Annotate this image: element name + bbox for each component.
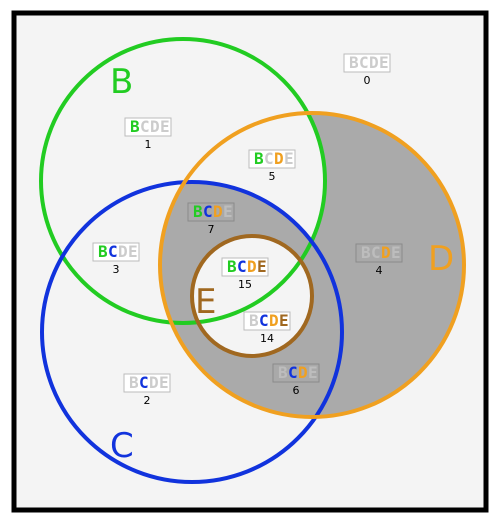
region-code-letter-c: C <box>237 257 247 276</box>
region-number: 0 <box>364 74 371 87</box>
region-code-letter-c: C <box>359 53 369 72</box>
set-d-circle <box>158 111 466 419</box>
region-code-letter-e: E <box>160 117 170 136</box>
region-code-letter-c: C <box>203 202 213 221</box>
region-number: 4 <box>376 264 383 277</box>
region-code-letter-c: C <box>264 149 274 168</box>
region-code-letter-d: D <box>150 117 160 136</box>
region-code-letter-d: D <box>381 243 391 262</box>
region-code-letter-b: B <box>227 257 237 276</box>
region-code-letter-d: D <box>213 202 223 221</box>
region-code-letter-b: B <box>278 363 288 382</box>
region-code-letter-c: C <box>140 117 150 136</box>
set-e-circle <box>190 234 314 358</box>
region-code-box <box>355 243 403 263</box>
region-code-letter-d: D <box>247 257 257 276</box>
region-code-letter-b: B <box>98 242 108 261</box>
region-code-letter-c: C <box>288 363 298 382</box>
region-code-letter-b: B <box>130 117 140 136</box>
region-code-letter-b: B <box>349 53 359 72</box>
region-number: 2 <box>144 394 151 407</box>
region-code-letter-b: B <box>193 202 203 221</box>
region-code-letter-d: D <box>149 373 159 392</box>
set-label-c: C <box>110 426 134 466</box>
region-number: 5 <box>269 170 276 183</box>
region-code-box <box>272 363 320 383</box>
region-code-letter-c: C <box>371 243 381 262</box>
region-code-letter-b: B <box>129 373 139 392</box>
region-code-letter-d: D <box>118 242 128 261</box>
region-code-box <box>243 311 291 331</box>
region-code-letter-e: E <box>128 242 138 261</box>
region-number: 1 <box>145 138 152 151</box>
region-code-box <box>221 257 269 277</box>
region-code-letter-b: B <box>254 149 264 168</box>
region-code-letter-d: D <box>369 53 379 72</box>
region-code-box <box>124 117 172 137</box>
region-code-letter-d: D <box>269 311 279 330</box>
set-label-e: E <box>195 282 216 322</box>
region-code-letter-e: E <box>223 202 233 221</box>
set-c-circle <box>40 180 344 484</box>
region-code-letter-e: E <box>159 373 169 392</box>
region-code-letter-e: E <box>279 311 289 330</box>
region-code-box <box>92 242 140 262</box>
region-code-letter-b: B <box>249 311 259 330</box>
region-code-box <box>248 149 296 169</box>
region-code-letter-e: E <box>257 257 267 276</box>
region-number: 7 <box>208 223 215 236</box>
set-label-d: D <box>428 239 454 279</box>
region-code-letter-d: D <box>298 363 308 382</box>
region-code-letter-c: C <box>259 311 269 330</box>
region-code-box <box>123 373 171 393</box>
set-label-b: B <box>110 62 133 102</box>
region-code-letter-d: D <box>274 149 284 168</box>
region-code-box <box>187 202 235 222</box>
region-code-letter-c: C <box>139 373 149 392</box>
region-code-letter-c: C <box>108 242 118 261</box>
region-number: 3 <box>113 263 120 276</box>
region-code-letter-e: E <box>284 149 294 168</box>
region-code-letter-e: E <box>379 53 389 72</box>
region-number: 15 <box>238 278 252 291</box>
region-code-box <box>343 53 391 73</box>
region-number: 14 <box>260 332 274 345</box>
region-code-letter-e: E <box>391 243 401 262</box>
region-number: 6 <box>293 384 300 397</box>
region-code-letter-e: E <box>308 363 318 382</box>
set-b-circle <box>39 37 327 325</box>
region-code-letter-b: B <box>361 243 371 262</box>
